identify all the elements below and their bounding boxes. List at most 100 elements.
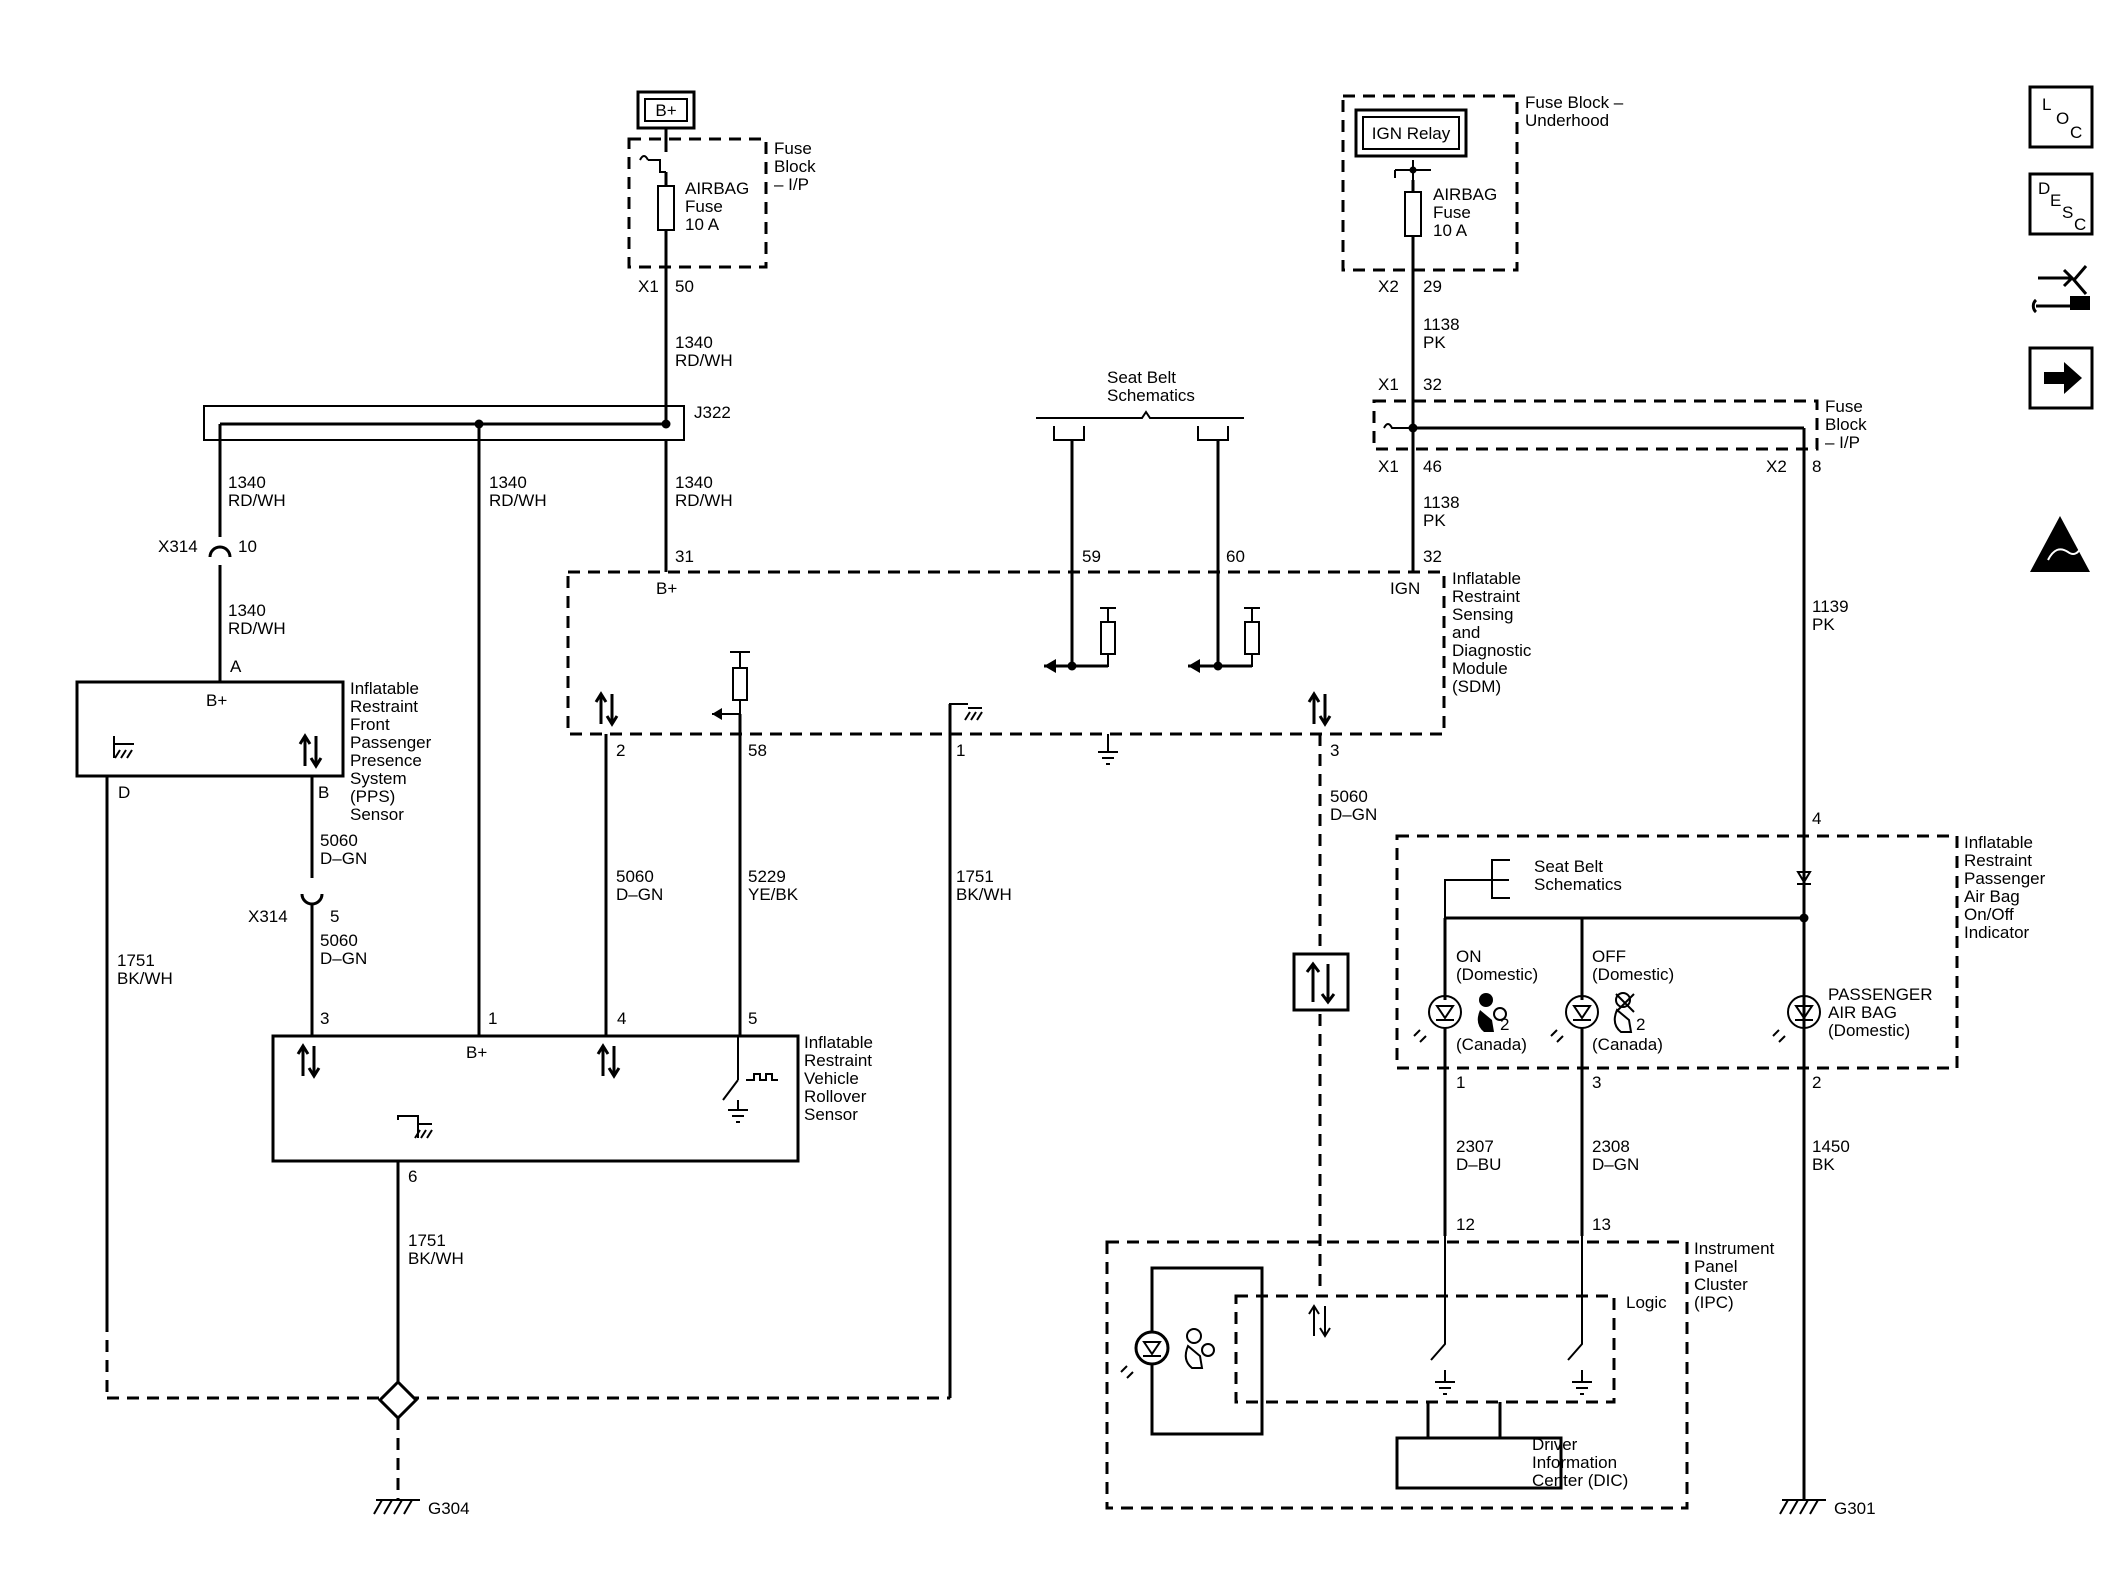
svg-text:Driver: Driver [1532, 1435, 1578, 1454]
svg-text:2: 2 [1500, 1015, 1509, 1034]
svg-text:Logic: Logic [1626, 1293, 1667, 1312]
svg-text:6: 6 [408, 1167, 417, 1186]
bidirectional-arrow-icon [596, 1043, 621, 1079]
svg-text:PK: PK [1423, 511, 1446, 530]
svg-text:(PPS): (PPS) [350, 787, 395, 806]
airbag-occupant-icon: 2 [1477, 993, 1509, 1034]
svg-text:1138: 1138 [1423, 315, 1460, 334]
svg-text:5060: 5060 [1330, 787, 1368, 806]
svg-text:5: 5 [748, 1009, 757, 1028]
bidirectional-arrow-icon [1307, 691, 1332, 727]
svg-text:10 A: 10 A [1433, 221, 1468, 240]
svg-text:2: 2 [1636, 1015, 1645, 1034]
passenger-airbag-indicator: Inflatable Restraint Passenger Air Bag O… [1395, 833, 2046, 1320]
svg-text:1450: 1450 [1812, 1137, 1850, 1156]
svg-text:32: 32 [1423, 547, 1442, 566]
svg-text:(Domestic): (Domestic) [1456, 965, 1538, 984]
inline-connector-x314-10: X314 10 [158, 537, 257, 582]
svg-text:Fuse Block –: Fuse Block – [1525, 93, 1624, 112]
airbag-fuse-ip [657, 185, 675, 231]
svg-text:B: B [318, 783, 329, 802]
seat-belt-schematics-ref[interactable]: Seat Belt Schematics [1036, 368, 1244, 441]
svg-text:(Canada): (Canada) [1456, 1035, 1527, 1054]
svg-text:Fuse: Fuse [1825, 397, 1863, 416]
serial-data-bidirectional-icon [1292, 952, 1350, 1012]
svg-text:RD/WH: RD/WH [228, 491, 286, 510]
svg-text:Cluster: Cluster [1694, 1275, 1748, 1294]
splice-pack-j322: J322 [203, 403, 731, 441]
svg-text:Sensing: Sensing [1452, 605, 1513, 624]
airbag-fuse-underhood [1404, 191, 1422, 237]
svg-text:On/Off: On/Off [1964, 905, 2014, 924]
svg-text:Schematics: Schematics [1107, 386, 1195, 405]
bidirectional-arrow-icon [594, 691, 619, 727]
svg-text:29: 29 [1423, 277, 1442, 296]
svg-text:2: 2 [616, 741, 625, 760]
svg-text:X1: X1 [638, 277, 659, 296]
svg-text:B+: B+ [206, 691, 227, 710]
led-passenger-icon [1772, 995, 1821, 1043]
svg-text:D–GN: D–GN [320, 949, 367, 968]
svg-text:(IPC): (IPC) [1694, 1293, 1734, 1312]
svg-text:Inflatable: Inflatable [804, 1033, 873, 1052]
svg-text:1138: 1138 [1423, 493, 1460, 512]
svg-text:Vehicle: Vehicle [804, 1069, 859, 1088]
fuse-block-ip-2: Fuse Block – I/P [1372, 397, 1867, 452]
svg-text:Indicator: Indicator [1964, 923, 2030, 942]
pps-sensor: A B+ Inflatable Restraint Front Passenge… [75, 657, 432, 824]
svg-text:2: 2 [1812, 1073, 1821, 1092]
dic-box [1395, 1436, 1563, 1490]
svg-text:Rollover: Rollover [804, 1087, 867, 1106]
connector-wrench-icon[interactable] [2031, 265, 2090, 314]
bidirectional-arrow-icon [1308, 1304, 1331, 1338]
loc-icon[interactable]: L O C [2028, 85, 2094, 149]
svg-text:5060: 5060 [320, 931, 358, 950]
svg-text:Restraint: Restraint [1964, 851, 2032, 870]
seat-belt-schematics-ref[interactable]: Seat Belt Schematics [1444, 857, 1622, 918]
svg-text:Passenger: Passenger [1964, 869, 2046, 888]
svg-text:1: 1 [956, 741, 965, 760]
svg-text:D: D [118, 783, 130, 802]
svg-text:1751: 1751 [408, 1231, 446, 1250]
svg-text:4: 4 [617, 1009, 626, 1028]
svg-text:1: 1 [1456, 1073, 1465, 1092]
svg-text:BK/WH: BK/WH [956, 885, 1012, 904]
svg-text:1340: 1340 [675, 473, 713, 492]
svg-text:Fuse: Fuse [774, 139, 812, 158]
instrument-panel-cluster: Instrument Panel Cluster (IPC) Logic Dri… [1105, 1236, 1775, 1510]
svg-text:32: 32 [1423, 375, 1442, 394]
svg-text:Front: Front [350, 715, 390, 734]
svg-text:1340: 1340 [675, 333, 713, 352]
svg-text:1751: 1751 [956, 867, 994, 886]
svg-text:X1: X1 [1378, 375, 1399, 394]
svg-text:Block: Block [774, 157, 816, 176]
svg-text:5060: 5060 [616, 867, 654, 886]
svg-text:C: C [2070, 123, 2082, 142]
svg-text:Fuse: Fuse [1433, 203, 1471, 222]
svg-text:L: L [2042, 95, 2051, 114]
svg-text:(Domestic): (Domestic) [1828, 1021, 1910, 1040]
svg-text:3: 3 [1592, 1073, 1601, 1092]
svg-text:Panel: Panel [1694, 1257, 1737, 1276]
svg-text:4: 4 [1812, 809, 1821, 828]
svg-text:PASSENGER: PASSENGER [1828, 985, 1933, 1004]
svg-text:YE/BK: YE/BK [748, 885, 799, 904]
fuse-block-ip: Fuse Block – I/P AIRBAG Fuse 10 A [627, 137, 816, 269]
desc-icon[interactable]: D E S C [2028, 172, 2094, 236]
svg-text:X2: X2 [1378, 277, 1399, 296]
svg-text:1139: 1139 [1812, 597, 1849, 616]
svg-text:ON: ON [1456, 947, 1482, 966]
svg-text:A: A [230, 657, 242, 676]
svg-text:– I/P: – I/P [774, 175, 809, 194]
svg-text:D–GN: D–GN [1330, 805, 1377, 824]
svg-text:Restraint: Restraint [350, 697, 418, 716]
svg-text:RD/WH: RD/WH [489, 491, 547, 510]
svg-text:Instrument: Instrument [1694, 1239, 1775, 1258]
svg-text:B+: B+ [655, 101, 676, 120]
next-arrow-icon[interactable] [2028, 346, 2094, 410]
svg-text:Block: Block [1825, 415, 1867, 434]
svg-text:12: 12 [1456, 1215, 1475, 1234]
svg-text:60: 60 [1226, 547, 1245, 566]
svg-text:5229: 5229 [748, 867, 786, 886]
